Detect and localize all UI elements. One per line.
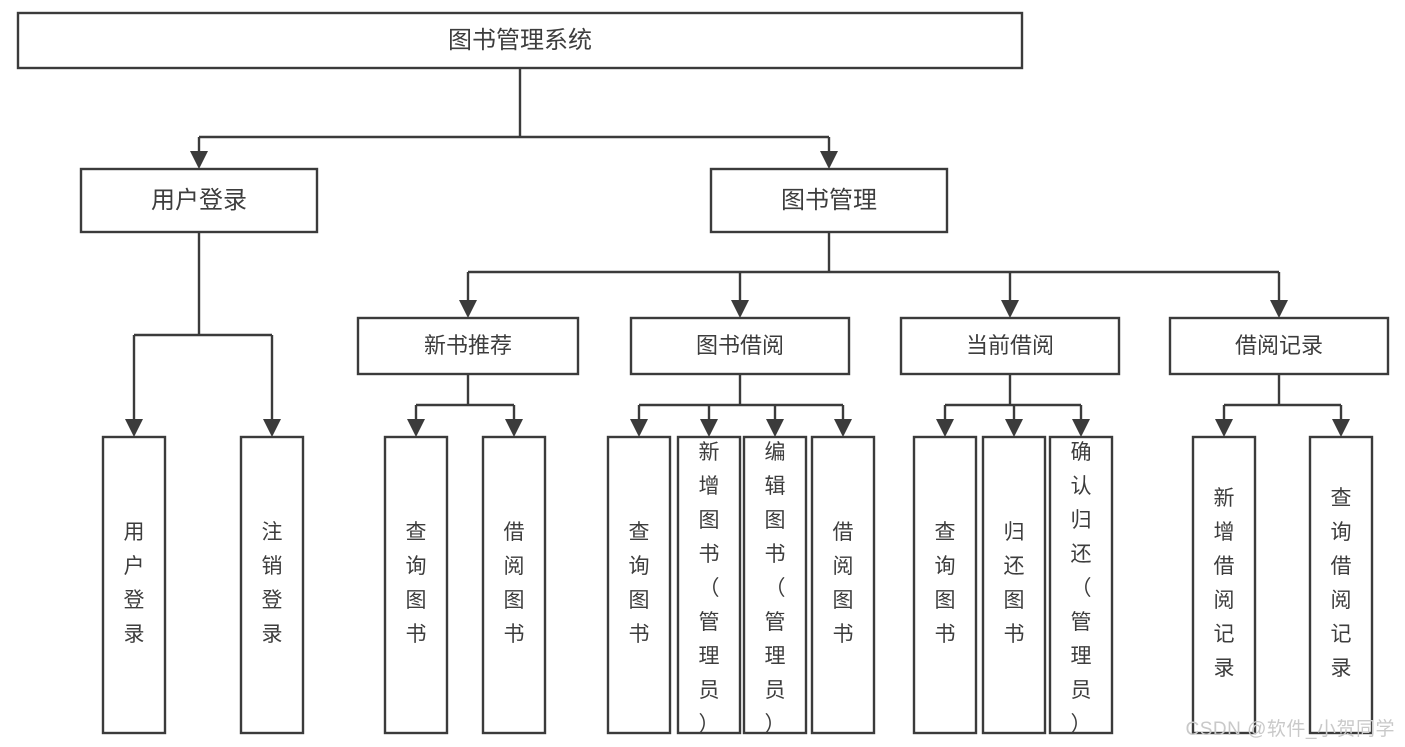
new-book-recommend-branch-1-arrowhead — [505, 419, 523, 437]
node-box-query-book-2 — [606, 435, 672, 735]
node-box-book-borrow — [629, 316, 851, 376]
node-label-user-login-action: 用户登录 — [124, 521, 145, 646]
node-box-user-login-action — [101, 435, 167, 735]
borrow-record-branch-0-arrowhead — [1215, 419, 1233, 437]
node-label-add-borrow-record: 新增借阅记录 — [1214, 487, 1235, 680]
node-label-book-management: 图书管理 — [781, 187, 877, 214]
node-new-book-recommend[interactable]: 新书推荐 — [356, 316, 580, 376]
node-box-edit-book-admin — [742, 435, 808, 735]
current-borrow-branch-1-arrowhead — [1005, 419, 1023, 437]
node-box-borrow-book-1 — [481, 435, 547, 735]
book-borrow-branch-0-arrowhead — [630, 419, 648, 437]
borrow-record-branch-1-arrowhead — [1332, 419, 1350, 437]
book-mgmt-branch-2-arrowhead — [1001, 300, 1019, 318]
node-box-query-book-3 — [912, 435, 978, 735]
book-borrow-branch-1-arrowhead — [700, 419, 718, 437]
node-box-new-book-recommend — [356, 316, 580, 376]
node-borrow-book-2[interactable]: 借阅图书 — [810, 435, 876, 735]
node-label-query-book-1: 查询图书 — [406, 521, 427, 646]
user-login-branch-1-arrowhead — [263, 419, 281, 437]
node-label-return-book: 归还图书 — [1004, 521, 1025, 646]
node-book-management[interactable]: 图书管理 — [709, 167, 949, 234]
node-label-add-book-admin: 新增图书（管理员） — [699, 441, 720, 736]
current-borrow-branch-0-arrowhead — [936, 419, 954, 437]
node-label-new-book-recommend: 新书推荐 — [424, 333, 512, 358]
node-confirm-return-admin[interactable]: 确认归还（管理员） — [1048, 435, 1114, 736]
node-borrow-book-1[interactable]: 借阅图书 — [481, 435, 547, 735]
node-book-borrow[interactable]: 图书借阅 — [629, 316, 851, 376]
node-add-borrow-record[interactable]: 新增借阅记录 — [1191, 435, 1257, 735]
diagram-nodes-layer: 图书管理系统用户登录用户登录注销登录图书管理新书推荐查询图书借阅图书图书借阅查询… — [16, 11, 1390, 736]
node-box-query-book-1 — [383, 435, 449, 735]
node-box-root — [16, 11, 1024, 70]
connector-lines-layer — [125, 68, 1350, 437]
book-borrow-branch-2-arrowhead — [766, 419, 784, 437]
node-label-query-book-2: 查询图书 — [629, 521, 650, 646]
node-query-borrow-record[interactable]: 查询借阅记录 — [1308, 435, 1374, 735]
node-box-book-management — [709, 167, 949, 234]
node-label-root: 图书管理系统 — [448, 27, 592, 54]
node-box-borrow-book-2 — [810, 435, 876, 735]
node-query-book-3[interactable]: 查询图书 — [912, 435, 978, 735]
user-login-branch-0-arrowhead — [125, 419, 143, 437]
node-label-user-logout-action: 注销登录 — [262, 521, 283, 646]
node-edit-book-admin[interactable]: 编辑图书（管理员） — [742, 435, 808, 736]
current-borrow-branch-2-arrowhead — [1072, 419, 1090, 437]
book-mgmt-branch-3-arrowhead — [1270, 300, 1288, 318]
node-box-borrow-record — [1168, 316, 1390, 376]
node-query-book-1[interactable]: 查询图书 — [383, 435, 449, 735]
node-label-book-borrow: 图书借阅 — [696, 333, 784, 358]
node-box-user-logout-action — [239, 435, 305, 735]
book-mgmt-branch-1-arrowhead — [731, 300, 749, 318]
node-borrow-record[interactable]: 借阅记录 — [1168, 316, 1390, 376]
node-box-add-book-admin — [676, 435, 742, 735]
node-label-query-book-3: 查询图书 — [935, 521, 956, 646]
node-query-book-2[interactable]: 查询图书 — [606, 435, 672, 735]
node-user-login[interactable]: 用户登录 — [79, 167, 319, 234]
node-box-query-borrow-record — [1308, 435, 1374, 735]
node-box-return-book — [981, 435, 1047, 735]
node-label-current-borrow: 当前借阅 — [966, 333, 1054, 358]
node-current-borrow[interactable]: 当前借阅 — [899, 316, 1121, 376]
node-box-add-borrow-record — [1191, 435, 1257, 735]
node-label-query-borrow-record: 查询借阅记录 — [1331, 487, 1352, 680]
book-mgmt-branch-0-arrowhead — [459, 300, 477, 318]
node-label-borrow-book-1: 借阅图书 — [504, 521, 525, 646]
node-label-borrow-record: 借阅记录 — [1235, 333, 1323, 358]
node-add-book-admin[interactable]: 新增图书（管理员） — [676, 435, 742, 736]
node-box-current-borrow — [899, 316, 1121, 376]
node-box-confirm-return-admin — [1048, 435, 1114, 735]
root-branch-1-arrowhead — [820, 151, 838, 169]
node-user-login-action[interactable]: 用户登录 — [101, 435, 167, 735]
new-book-recommend-branch-0-arrowhead — [407, 419, 425, 437]
csdn-watermark: CSDN @软件_小贺同学 — [1185, 719, 1395, 740]
node-root[interactable]: 图书管理系统 — [16, 11, 1024, 70]
node-label-edit-book-admin: 编辑图书（管理员） — [765, 441, 786, 736]
node-return-book[interactable]: 归还图书 — [981, 435, 1047, 735]
node-label-borrow-book-2: 借阅图书 — [833, 521, 854, 646]
root-branch-0-arrowhead — [190, 151, 208, 169]
node-box-user-login — [79, 167, 319, 234]
node-label-confirm-return-admin: 确认归还（管理员） — [1071, 441, 1092, 736]
book-borrow-branch-3-arrowhead — [834, 419, 852, 437]
node-user-logout-action[interactable]: 注销登录 — [239, 435, 305, 735]
node-label-user-login: 用户登录 — [151, 187, 247, 214]
